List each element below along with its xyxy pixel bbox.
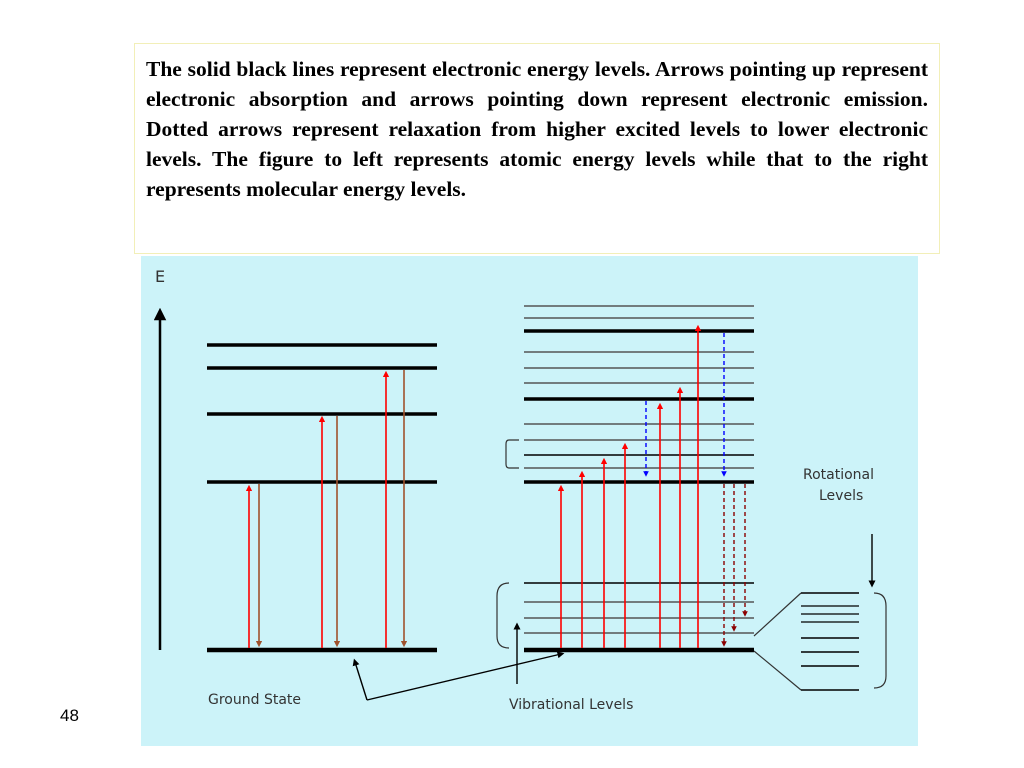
zoom-line-bottom [753,650,802,691]
molecular-levels [524,305,754,653]
atomic-transitions [245,370,408,648]
vibrational-bracket-lower [496,582,510,649]
rotational-label-line2: Levels [819,488,863,504]
energy-level-diagram: E [141,256,918,746]
slide-number: 48 [60,706,79,725]
relaxation-arrows [643,333,727,477]
diagram-svg: E [153,267,887,713]
zoom-line-top [753,592,802,637]
energy-axis-label: E [155,267,165,286]
rotational-zoom [753,534,887,691]
vibrational-bracket-upper [505,439,519,469]
molecular-emission [721,484,748,647]
caption-text: The solid black lines represent electron… [146,57,928,201]
molecular-absorption [557,324,702,648]
rotational-label-line1: Rotational [803,467,874,483]
ground-state-pointer-right [366,651,565,701]
vibrational-levels-label: Vibrational Levels [509,697,633,713]
caption-box: The solid black lines represent electron… [134,43,940,254]
rotational-bracket [873,592,887,689]
ground-state-label: Ground State [208,692,301,708]
ground-state-pointer-left [352,658,368,701]
